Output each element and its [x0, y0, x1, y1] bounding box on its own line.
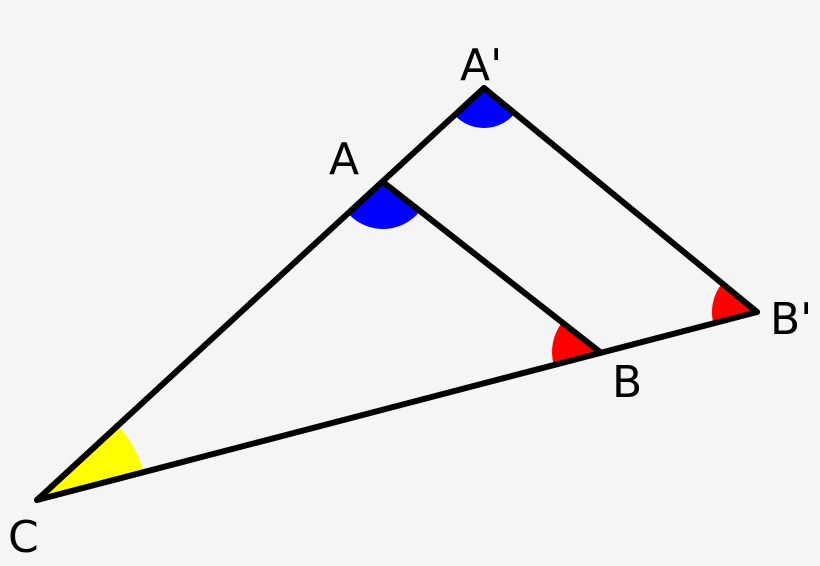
label-a: A	[329, 134, 359, 185]
segment-a-prime-b-prime	[481, 85, 760, 315]
label-b-prime: B'	[770, 294, 812, 345]
angle-a-blue	[348, 182, 420, 230]
label-a-prime: A'	[460, 40, 502, 91]
segment-a-b	[380, 179, 603, 355]
label-c: C	[8, 512, 39, 563]
label-b: B	[612, 357, 642, 408]
angle-a-prime-blue	[454, 88, 515, 128]
angle-c-yellow	[37, 425, 144, 500]
segment-c-b-prime	[34, 309, 760, 503]
segment-c-a-prime	[34, 85, 487, 503]
